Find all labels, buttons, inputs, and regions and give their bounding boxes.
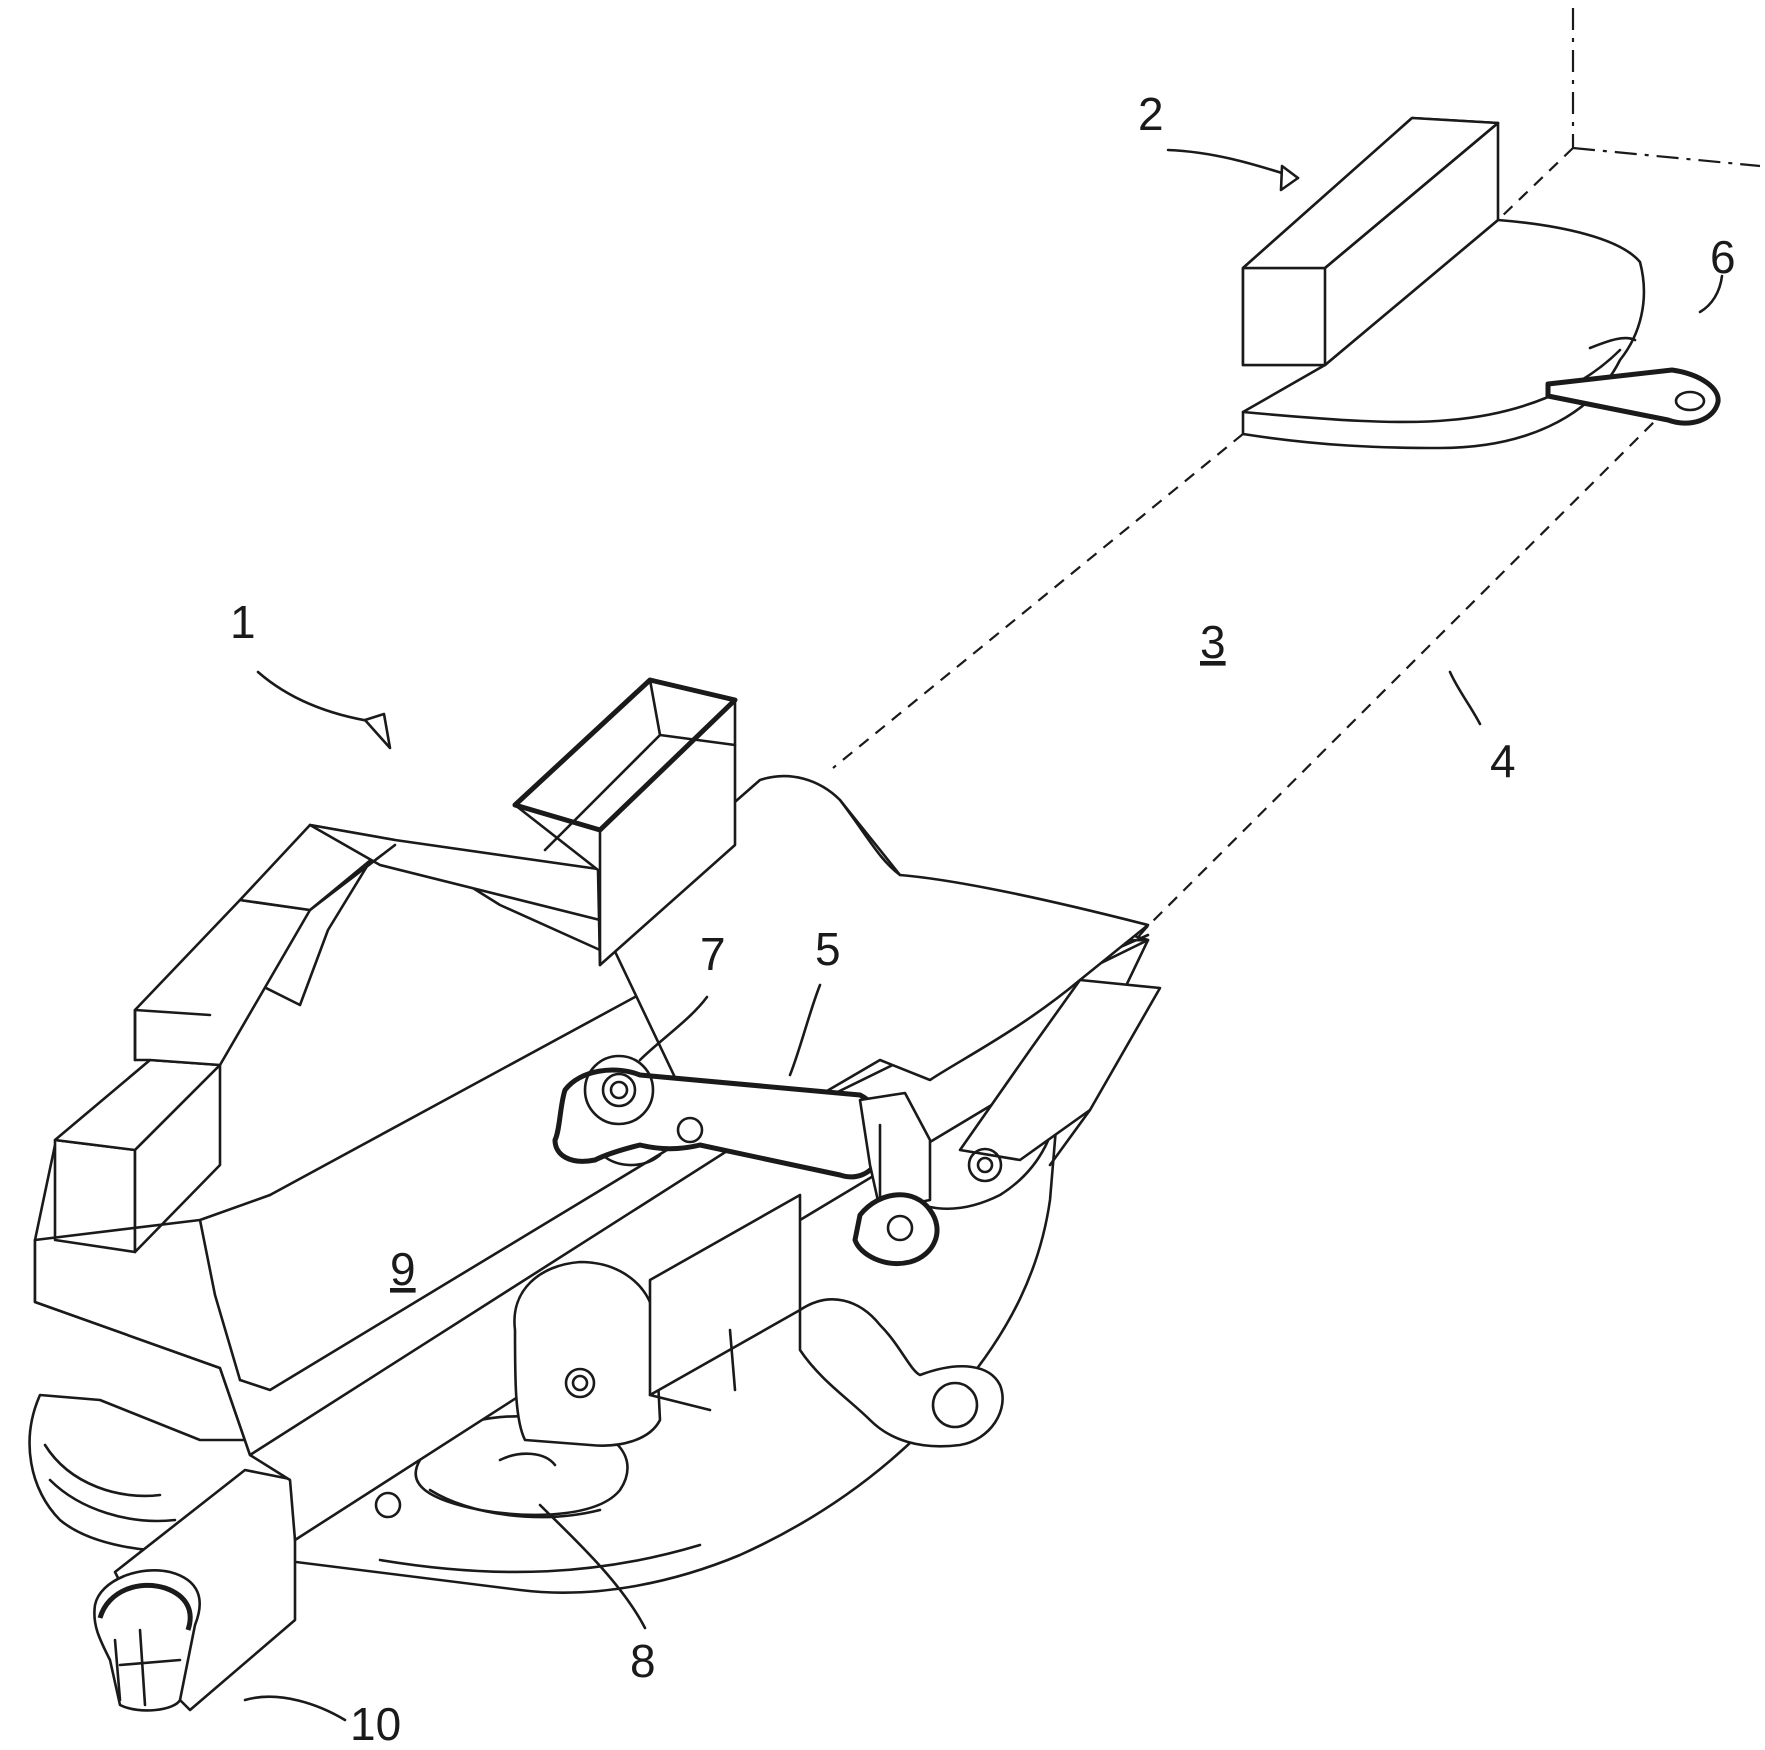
label-6: 6: [1710, 231, 1736, 283]
label-8: 8: [630, 1635, 656, 1687]
lock-assembly-1: [30, 680, 1160, 1710]
reference-frame: [1498, 8, 1760, 220]
label-3: 3: [1200, 616, 1226, 668]
lock-part-2: [1243, 118, 1718, 448]
label-1: 1: [230, 596, 256, 648]
label-7: 7: [700, 928, 726, 980]
label-9: 9: [390, 1243, 416, 1295]
label-10: 10: [350, 1698, 401, 1750]
label-5: 5: [815, 923, 841, 975]
label-4: 4: [1490, 735, 1516, 787]
label-2: 2: [1138, 88, 1164, 140]
